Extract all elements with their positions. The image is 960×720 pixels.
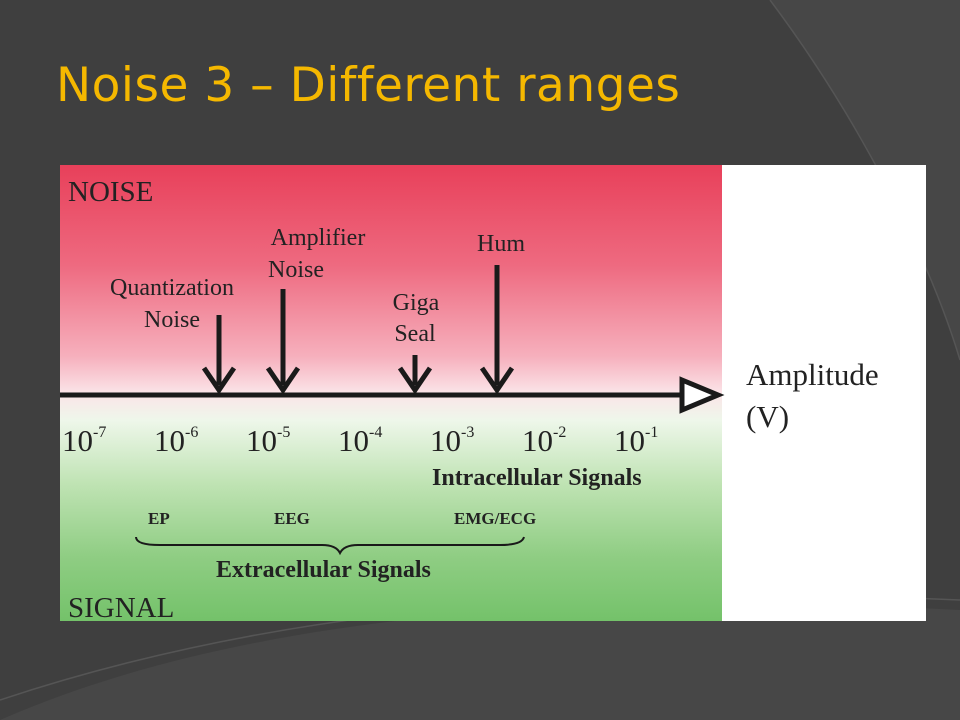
amplitude-axis-arrow <box>60 376 725 414</box>
noise-signal-diagram: NOISE SIGNAL Quantization Noise Amplifie… <box>60 165 926 621</box>
emg-ecg-label: EMG/ECG <box>454 509 536 528</box>
amplifier-noise-arrow <box>265 289 301 395</box>
signal-region-label: SIGNAL <box>68 592 174 621</box>
quantization-noise-label-line2: Noise <box>144 307 200 333</box>
diagram-svg: NOISE SIGNAL Quantization Noise Amplifie… <box>60 176 879 621</box>
axis-tick-label: 10-5 <box>246 423 290 458</box>
eeg-label: EEG <box>274 509 310 528</box>
axis-tick-label: 10-7 <box>62 423 106 458</box>
axis-tick-labels: 10-7 10-6 10-5 10-4 10-3 10-2 10-1 <box>62 423 658 458</box>
axis-tick-label: 10-6 <box>154 423 198 458</box>
hum-label: Hum <box>477 231 525 257</box>
amplitude-unit-label: (V) <box>746 399 789 434</box>
axis-tick-label: 10-3 <box>430 423 474 458</box>
hum-arrow <box>479 265 515 395</box>
extracellular-brace <box>135 536 525 556</box>
axis-tick-label: 10-2 <box>522 423 566 458</box>
amplitude-axis-label: Amplitude <box>746 357 879 392</box>
ep-label: EP <box>148 509 170 528</box>
axis-tick-label: 10-1 <box>614 423 658 458</box>
amplifier-noise-label-line2: Noise <box>268 257 324 283</box>
quantization-noise-label-line1: Quantization <box>110 275 234 301</box>
amplifier-noise-label-line1: Amplifier <box>271 225 366 251</box>
noise-region-label: NOISE <box>68 176 153 208</box>
giga-seal-label-line2: Seal <box>394 321 436 347</box>
giga-seal-arrow <box>397 355 433 395</box>
quantization-noise-arrow <box>201 315 237 395</box>
giga-seal-label-line1: Giga <box>393 290 440 316</box>
axis-tick-label: 10-4 <box>338 423 382 458</box>
slide-title: Noise 3 – Different ranges <box>56 58 681 113</box>
intracellular-signals-label: Intracellular Signals <box>432 465 642 491</box>
extracellular-signals-label: Extracellular Signals <box>216 557 431 583</box>
